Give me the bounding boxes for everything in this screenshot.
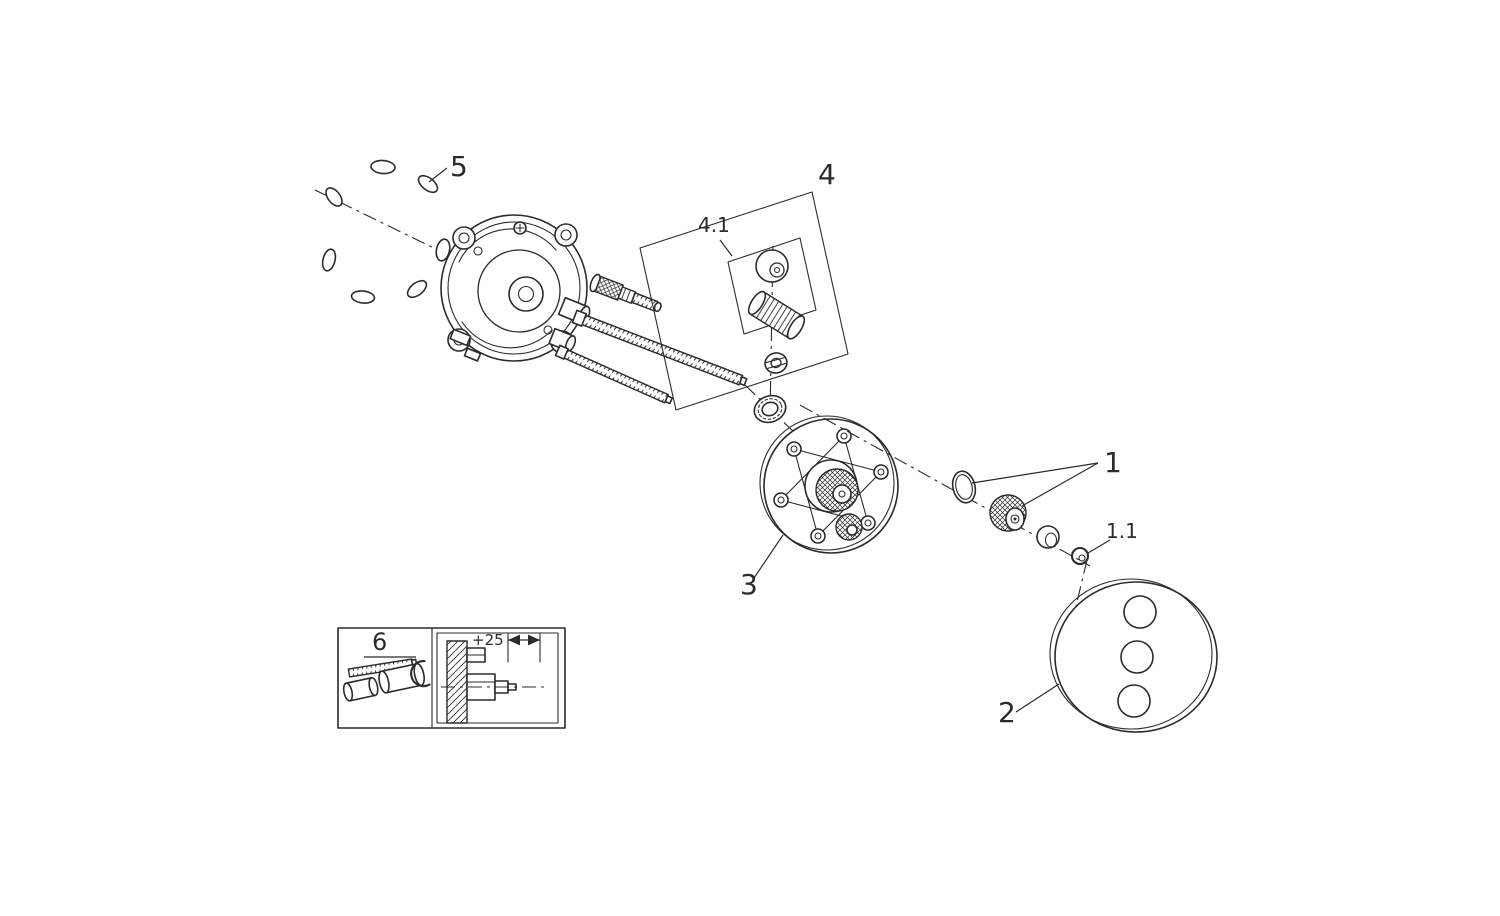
part1-cap (1036, 525, 1060, 549)
part1-1-ring (1070, 546, 1090, 566)
valve-rough-in-body (440, 214, 591, 362)
part1-knurled-cartridge (989, 494, 1027, 532)
inset-installation-box (337, 627, 566, 729)
part6-label: 6 (372, 628, 387, 656)
part4-label: 4 (818, 158, 836, 191)
part4-stop-knob (755, 249, 789, 283)
part2-cover-plate (1049, 578, 1218, 733)
inset-spacer-short (342, 676, 379, 702)
part1-leaders (971, 462, 1099, 507)
part5-gasket-seal (321, 159, 451, 304)
inset-extension-sleeve (378, 660, 431, 694)
part3-leader (753, 534, 784, 579)
part1-label: 1 (1104, 446, 1122, 479)
part5-leader (428, 167, 448, 183)
part1-1-label: 1.1 (1106, 519, 1138, 543)
part3-label: 3 (740, 568, 758, 601)
threaded-rod-long (571, 309, 748, 387)
valve-spindle (589, 273, 662, 313)
part4-1-label: 4.1 (698, 213, 730, 237)
part1-oring (951, 470, 977, 504)
part1-1-leader (1087, 539, 1111, 554)
part4-spline-sleeve (747, 290, 806, 340)
part5-label: 5 (450, 150, 468, 183)
dimension-offset-label: +25 (472, 631, 504, 649)
part3-function-plate (759, 415, 899, 554)
threaded-rod-short (554, 344, 674, 405)
retainer-ring (753, 394, 787, 424)
part4-adapter-nut (764, 352, 788, 374)
inset-dimension (507, 632, 541, 663)
part2-label: 2 (998, 696, 1016, 729)
part2-leader (1015, 683, 1060, 713)
part4-group-frame (639, 191, 849, 411)
inset-cross-section (441, 640, 548, 724)
